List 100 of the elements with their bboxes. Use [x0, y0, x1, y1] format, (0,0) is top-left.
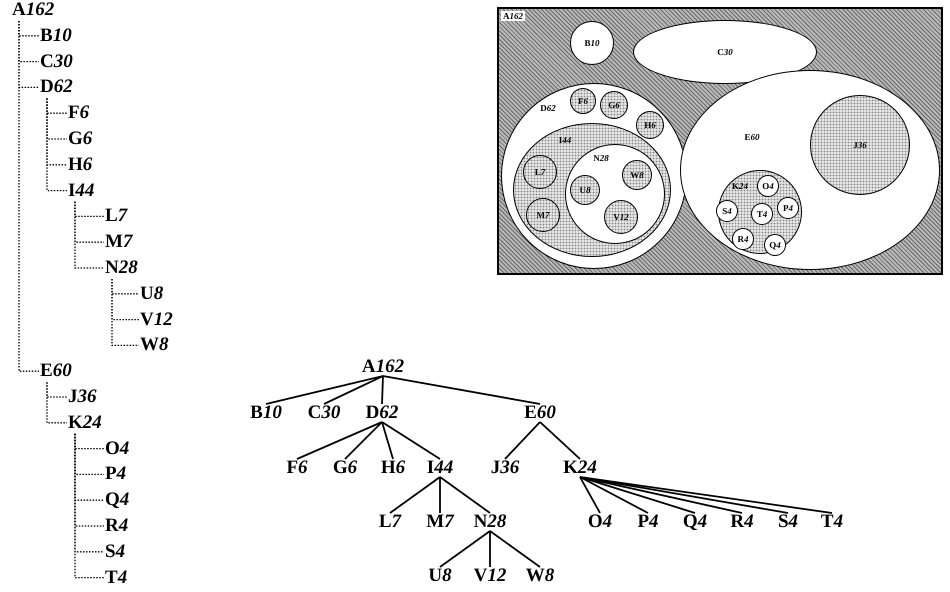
circle-node: [570, 175, 600, 205]
node-label: K24: [68, 412, 102, 434]
tree-edge: [344, 421, 383, 460]
node-label: J36: [68, 386, 96, 408]
circle-node: [751, 203, 773, 225]
tree-edge: [382, 421, 440, 460]
node-label: W8: [630, 170, 644, 180]
tree-edge: [580, 476, 742, 514]
tree-edge: [382, 375, 540, 405]
node-label: T4: [105, 566, 128, 589]
tree-edge: [489, 530, 541, 568]
tree-edge: [504, 421, 541, 460]
tree-edge: [324, 375, 384, 405]
node-label: P4: [105, 463, 126, 486]
dotted-connector: [74, 434, 104, 578]
tree-edge: [489, 531, 491, 567]
circle-node: [600, 91, 628, 119]
node-label: B10: [250, 402, 282, 424]
tree-edge: [580, 476, 696, 514]
node-label: M7: [536, 210, 550, 220]
circle-node: [716, 200, 738, 222]
ellipse-node: [680, 70, 940, 270]
node-label: D62: [40, 76, 73, 98]
node-label: S4: [105, 540, 126, 563]
circle-node: [732, 228, 754, 250]
node-label: W8: [140, 334, 168, 356]
node-label: W8: [526, 565, 554, 587]
ellipse-node: [513, 123, 671, 257]
circle-node: [604, 200, 638, 234]
node-label: R4: [730, 511, 754, 533]
node-label: E60: [744, 132, 760, 142]
node-label: N28: [593, 153, 609, 163]
ellipse-node: [633, 20, 817, 84]
circle-node: [636, 111, 664, 139]
node-label: B10: [40, 24, 72, 47]
node-label: N28: [105, 257, 138, 279]
node-label: I44: [68, 180, 94, 202]
node-label: V12: [140, 308, 173, 331]
node-label: C30: [40, 50, 73, 73]
node-label: Q4: [769, 240, 781, 250]
circle-node: [565, 144, 665, 244]
node-label: C30: [717, 47, 733, 57]
node-label: D62: [366, 402, 398, 424]
node-label: H6: [68, 154, 92, 176]
node-label: I44: [426, 457, 454, 479]
node-label: O4: [762, 181, 774, 191]
node-label: I44: [558, 135, 572, 145]
dotted-connector: [111, 279, 139, 346]
tree-edge: [539, 421, 581, 460]
node-label: F6: [286, 457, 308, 479]
node-label: O4: [105, 438, 130, 460]
circle-node: [622, 160, 652, 190]
node-label: G6: [332, 457, 358, 479]
node-label: L7: [378, 511, 402, 533]
tree-edge: [266, 375, 384, 405]
node-label: G6: [608, 100, 620, 110]
circle-node: [777, 197, 799, 219]
node-label: E60: [40, 360, 72, 382]
node-label: F6: [578, 96, 588, 106]
dotted-connector: [46, 382, 67, 424]
node-label: M7: [426, 511, 454, 533]
node-label: U8: [428, 565, 452, 587]
node-label: A162: [501, 11, 525, 21]
tree-edge: [580, 476, 832, 514]
tree-edge: [296, 421, 382, 460]
tree-edge: [580, 476, 648, 514]
node-label: E60: [524, 402, 556, 424]
node-label: O4: [588, 511, 612, 533]
node-label: M7: [105, 231, 132, 254]
node-label: U8: [580, 185, 590, 195]
node-label: C30: [308, 402, 340, 424]
node-label: V12: [474, 565, 506, 587]
circle-node: [570, 21, 614, 65]
node-label: H6: [380, 457, 406, 479]
node-label: T4: [756, 209, 768, 219]
node-label: B10: [584, 38, 600, 48]
node-label: Q4: [105, 489, 130, 512]
node-label: P4: [637, 511, 659, 533]
node-label: Q4: [682, 511, 708, 533]
dotted-connector: [18, 21, 39, 372]
node-label: L7: [105, 205, 128, 228]
node-label: K24: [563, 457, 597, 479]
tree-edge: [580, 476, 788, 514]
circle-node: [526, 198, 560, 232]
node-label: J36: [490, 457, 520, 479]
treemap-panel: [497, 7, 943, 275]
node-label: A162: [362, 356, 404, 378]
node-label: K24: [732, 181, 748, 191]
node-label: R4: [738, 234, 748, 244]
node-label: N28: [474, 511, 506, 533]
node-label: L7: [534, 167, 546, 177]
node-label: H6: [644, 120, 656, 130]
node-label: V12: [613, 212, 629, 222]
circle-node: [523, 155, 557, 189]
node-label: P4: [783, 203, 793, 213]
node-label: D62: [540, 103, 556, 113]
tree-edge: [579, 476, 601, 514]
tree-edge: [381, 376, 384, 404]
circle-node: [570, 88, 596, 114]
node-label: T4: [820, 511, 844, 533]
